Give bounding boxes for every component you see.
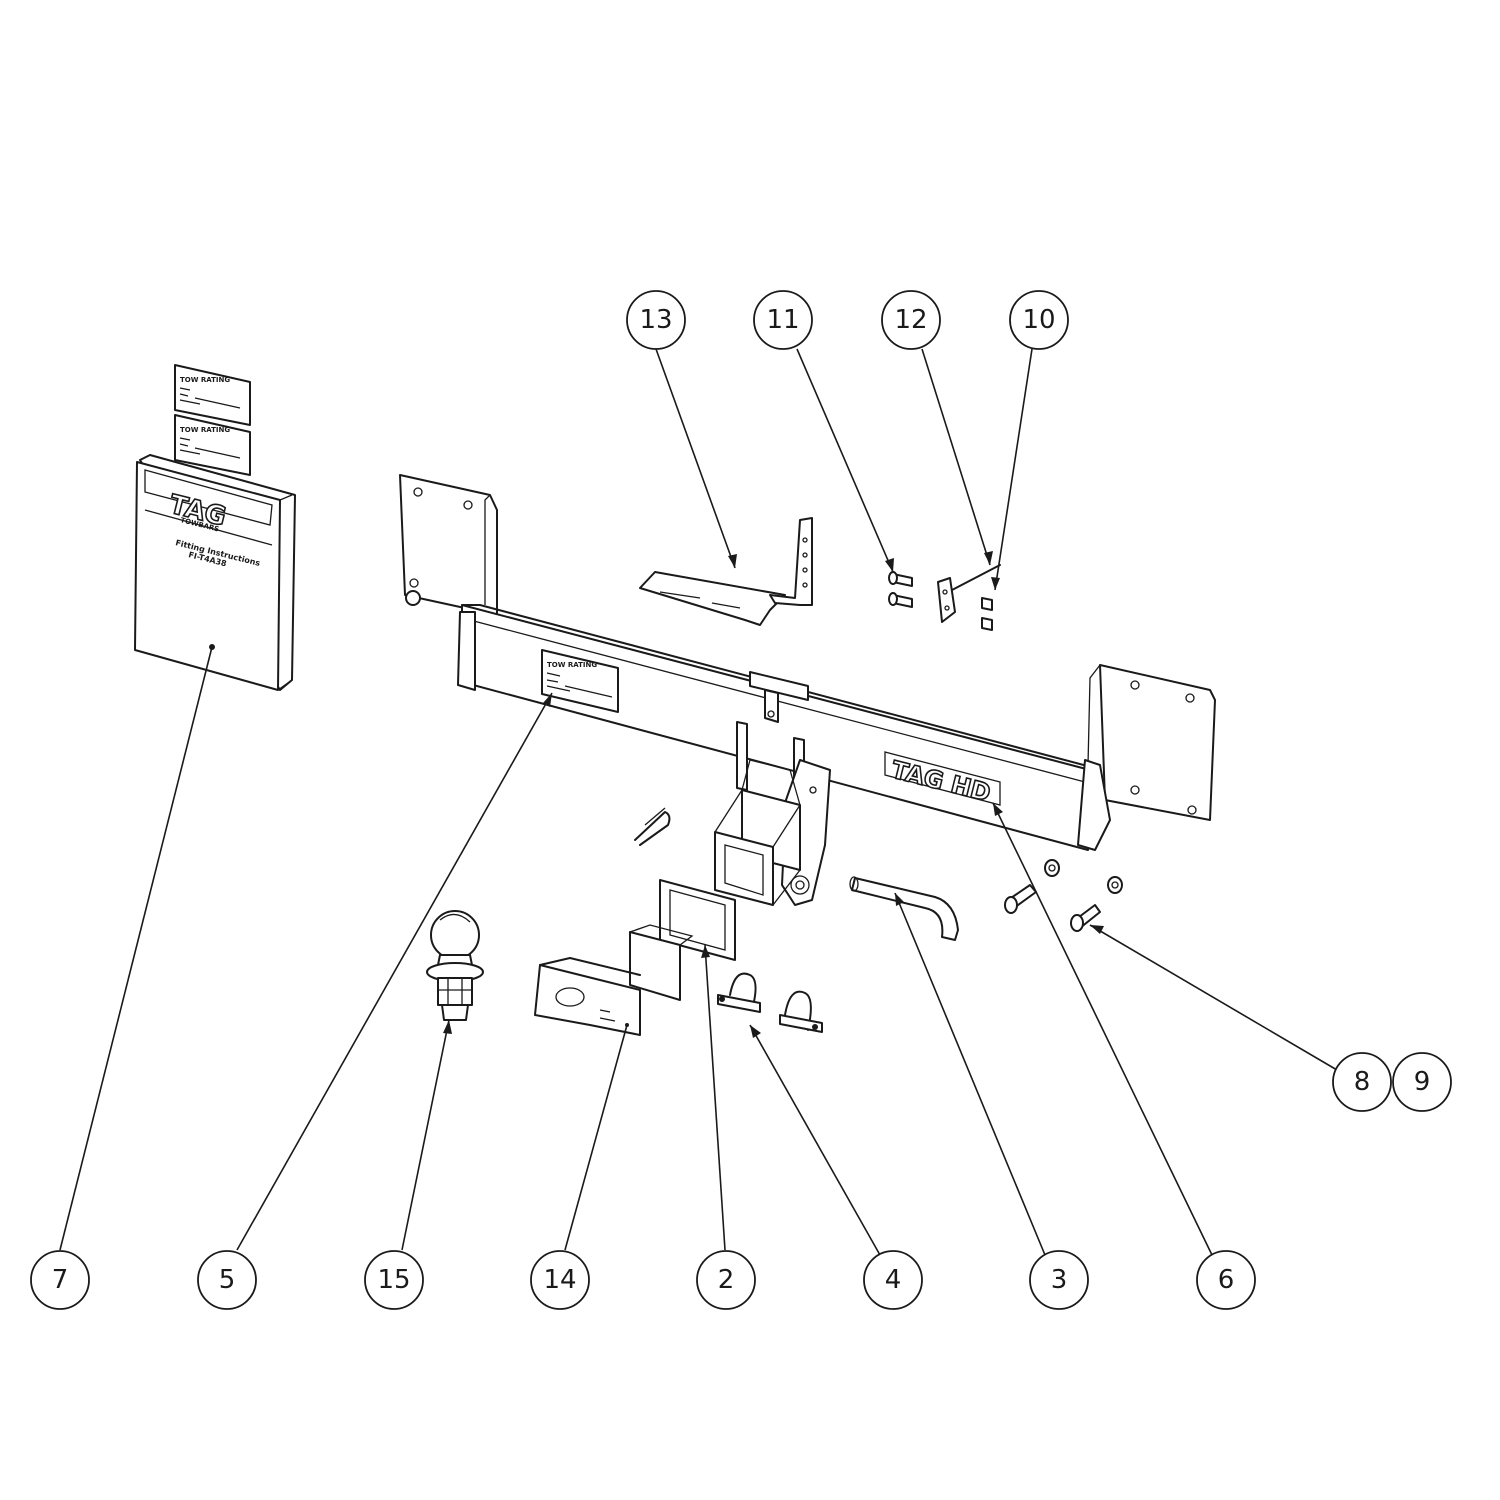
callout-12: 12 (881, 290, 941, 350)
callout-15: 15 (364, 1250, 424, 1310)
svg-text:8: 8 (1354, 1067, 1371, 1097)
callout-2: 2 (696, 1250, 756, 1310)
callout-7: 7 (30, 1250, 90, 1310)
svg-text:4: 4 (885, 1265, 902, 1295)
svg-text:12: 12 (894, 305, 927, 335)
svg-text:5: 5 (219, 1265, 236, 1295)
receiver-hitch (714, 721, 831, 906)
svg-text:9: 9 (1414, 1067, 1431, 1097)
svg-text:11: 11 (766, 305, 799, 335)
manual-label-top: TOW RATING (174, 364, 251, 426)
callout-13: 13 (626, 290, 686, 350)
part-4-shackles (717, 972, 823, 1033)
part-10-nuts (981, 597, 993, 631)
svg-text:13: 13 (639, 305, 672, 335)
towbar-crossbar: TAG HD TOW RATING (399, 474, 1216, 851)
callout-3: 3 (1029, 1250, 1089, 1310)
svg-text:15: 15 (377, 1265, 410, 1295)
part-14-ball-mount (534, 879, 736, 1036)
callout-10: 10 (1009, 290, 1069, 350)
callout-11: 11 (753, 290, 813, 350)
part-8-9-bolts-washers (1004, 859, 1123, 932)
part-12-plate (937, 564, 1001, 623)
callout-14: 14 (530, 1250, 590, 1310)
svg-text:6: 6 (1218, 1265, 1235, 1295)
svg-text:TOW RATING: TOW RATING (547, 661, 597, 669)
svg-text:3: 3 (1051, 1265, 1068, 1295)
part-3-hitch-pin (849, 876, 959, 941)
part-11-bolts (888, 571, 913, 608)
callout-4: 4 (863, 1250, 923, 1310)
part-7-fitting-manual: TOW RATING TOW RATING TAG TOWBARS Fittin… (134, 364, 296, 691)
part-13-bracket (639, 517, 813, 626)
r-clip-pin (634, 807, 671, 846)
callout-8: 8 (1332, 1052, 1392, 1112)
leader-lines (59, 348, 1338, 1256)
svg-text:14: 14 (543, 1265, 576, 1295)
svg-text:TOW RATING: TOW RATING (180, 426, 230, 434)
svg-text:TOW RATING: TOW RATING (180, 376, 230, 384)
callout-5: 5 (197, 1250, 257, 1310)
callout-9: 9 (1392, 1052, 1452, 1112)
manual-label-bottom: TOW RATING (174, 414, 251, 476)
svg-text:7: 7 (52, 1265, 69, 1295)
callout-6: 6 (1196, 1250, 1256, 1310)
part-15-tow-ball (426, 910, 484, 1021)
svg-text:10: 10 (1022, 305, 1055, 335)
svg-text:2: 2 (718, 1265, 735, 1295)
